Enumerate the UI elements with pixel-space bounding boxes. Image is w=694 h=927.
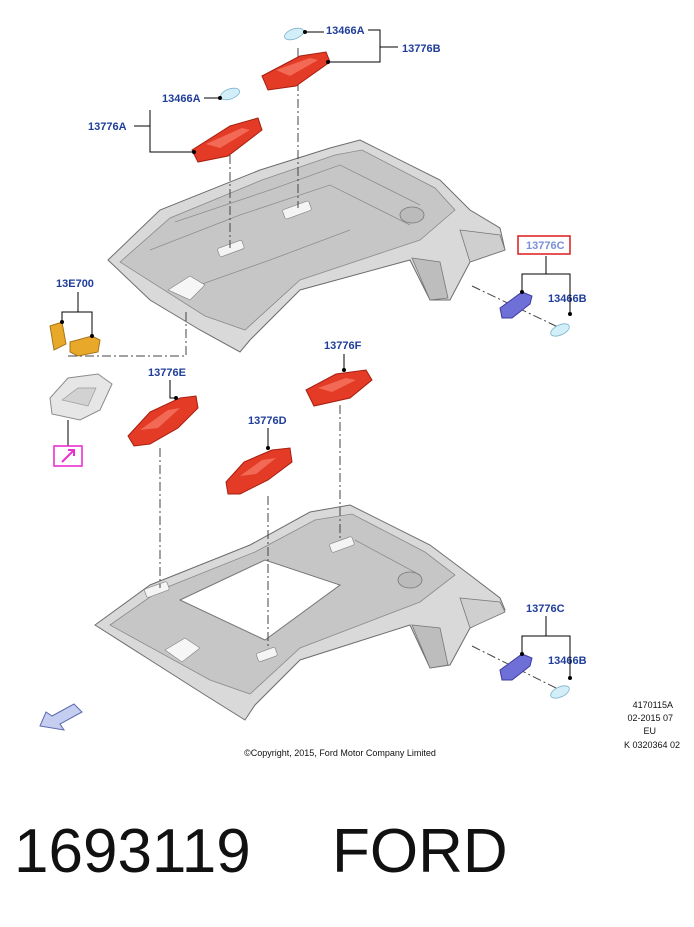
direction-arrow-icon [39, 703, 83, 731]
callout-arrow-icon[interactable] [53, 445, 83, 467]
headliner-upper [107, 139, 506, 353]
bracket-13776c-lower[interactable] [499, 653, 571, 701]
headliner-lower [94, 504, 506, 721]
label-13466b-lower[interactable]: 13466B [548, 655, 587, 667]
copyright: ©Copyright, 2015, Ford Motor Company Lim… [244, 748, 436, 758]
lamp-13776b-assembly[interactable] [261, 26, 331, 91]
lamp-13776d[interactable] [225, 447, 293, 495]
ref-code: 4170115A [633, 700, 673, 710]
part-number: 1693119 [14, 817, 251, 886]
lamp-13776e[interactable] [127, 395, 199, 447]
ref-region: EU [643, 726, 656, 736]
label-13776d[interactable]: 13776D [248, 415, 287, 427]
label-13776b[interactable]: 13776B [402, 43, 441, 55]
label-13776a[interactable]: 13776A [88, 121, 127, 133]
lamp-13776a-assembly[interactable] [191, 86, 263, 163]
bracket-13776c-upper[interactable] [499, 291, 571, 339]
bulb-icon [550, 685, 570, 699]
ref-k-number: K 0320364 02 [624, 740, 680, 750]
bulb-icon [284, 27, 304, 41]
bulb-icon [550, 323, 570, 337]
overhead-module-13e700[interactable] [49, 321, 113, 421]
label-13776f[interactable]: 13776F [324, 340, 362, 352]
label-13e700[interactable]: 13E700 [56, 278, 94, 290]
center-lines [68, 48, 561, 691]
label-13776c-lower[interactable]: 13776C [526, 603, 565, 615]
label-13466a-left[interactable]: 13466A [162, 93, 201, 105]
label-13466b-upper[interactable]: 13466B [548, 293, 587, 305]
bulb-icon [220, 87, 240, 101]
label-13466a-top[interactable]: 13466A [326, 25, 365, 37]
highlight-box [517, 235, 571, 255]
label-13776c-upper[interactable]: 13776C [526, 240, 565, 252]
lamp-13776f[interactable] [305, 369, 373, 407]
ref-date: 02-2015 07 [627, 713, 673, 723]
label-13776e[interactable]: 13776E [148, 367, 186, 379]
brand-name: FORD [332, 817, 508, 886]
